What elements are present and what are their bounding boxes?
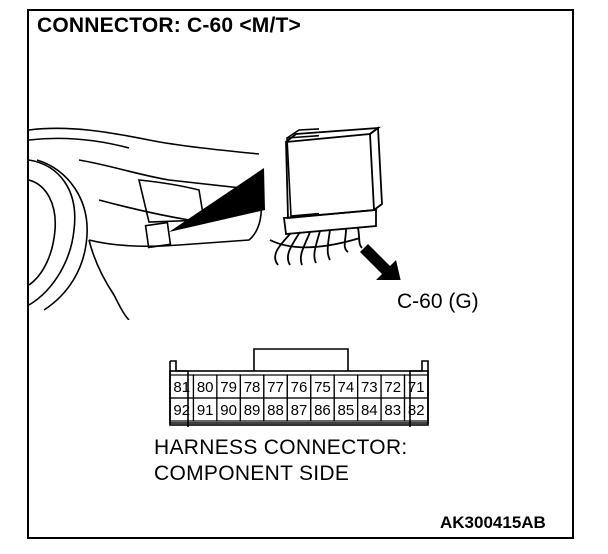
steering-wheel-inner: [29, 179, 57, 286]
ecu-module-top: [286, 128, 319, 139]
dash-connector-location: [144, 221, 172, 249]
pin-75: 75: [314, 379, 331, 396]
pin-90: 90: [220, 402, 237, 419]
pin-80: 80: [197, 379, 214, 396]
pin-76: 76: [291, 379, 308, 396]
pin-71: 71: [408, 379, 425, 396]
pin-84: 84: [361, 402, 378, 419]
pin-72: 72: [384, 379, 401, 396]
ecu-connector-housing: [282, 209, 377, 235]
pin-73: 73: [361, 379, 378, 396]
ecu-wire-bundle: [269, 237, 361, 249]
harness-connector-label: HARNESS CONNECTOR:: [154, 436, 408, 459]
ecu-module-body: [286, 134, 319, 217]
dashboard-top-edge-inner: [29, 137, 130, 149]
pin-92: 92: [173, 402, 190, 419]
pin-bottom-cell: [403, 397, 429, 422]
connector-pin-diagram: 81 80 79 78 77 76 75 74 73 72 71 92 91 90 89 88 87 86 85 84…: [169, 348, 429, 427]
ecu-harness-wires: [274, 227, 363, 266]
ecu-front-face: [285, 133, 375, 219]
knee-panel-line: [98, 199, 190, 221]
pin-88: 88: [267, 402, 284, 419]
connector-arrow: [360, 244, 401, 280]
pin-87: 87: [291, 402, 308, 419]
pin-85: 85: [338, 402, 355, 419]
figure-code: AK300415AB: [440, 513, 546, 532]
ecu-module-illustration: [269, 126, 401, 280]
connector-label: C-60 (G): [397, 290, 479, 313]
pin-81: 81: [173, 379, 190, 396]
pin-86: 86: [314, 402, 331, 419]
dashboard-top-edge: [29, 127, 260, 155]
ecu-side-face: [369, 126, 383, 211]
steering-wheel-rim: [36, 159, 88, 311]
pin-91: 91: [197, 402, 214, 419]
dashboard-illustration: [29, 127, 319, 320]
steering-wheel-outer: [29, 159, 76, 306]
pin-78: 78: [244, 379, 261, 396]
connector-title: CONNECTOR: C-60 <M/T>: [37, 14, 302, 37]
pin-89: 89: [244, 402, 261, 419]
pin-79: 79: [220, 379, 237, 396]
component-side-label: COMPONENT SIDE: [154, 462, 350, 485]
diagram-frame: [27, 9, 574, 539]
pin-74: 74: [338, 379, 355, 396]
dash-lower-panel: [78, 159, 263, 247]
pin-83: 83: [384, 402, 401, 419]
pin-77: 77: [267, 379, 284, 396]
pin-82: 82: [408, 402, 425, 419]
callout-wedge: [169, 168, 265, 232]
dash-lower-curve: [88, 239, 130, 320]
